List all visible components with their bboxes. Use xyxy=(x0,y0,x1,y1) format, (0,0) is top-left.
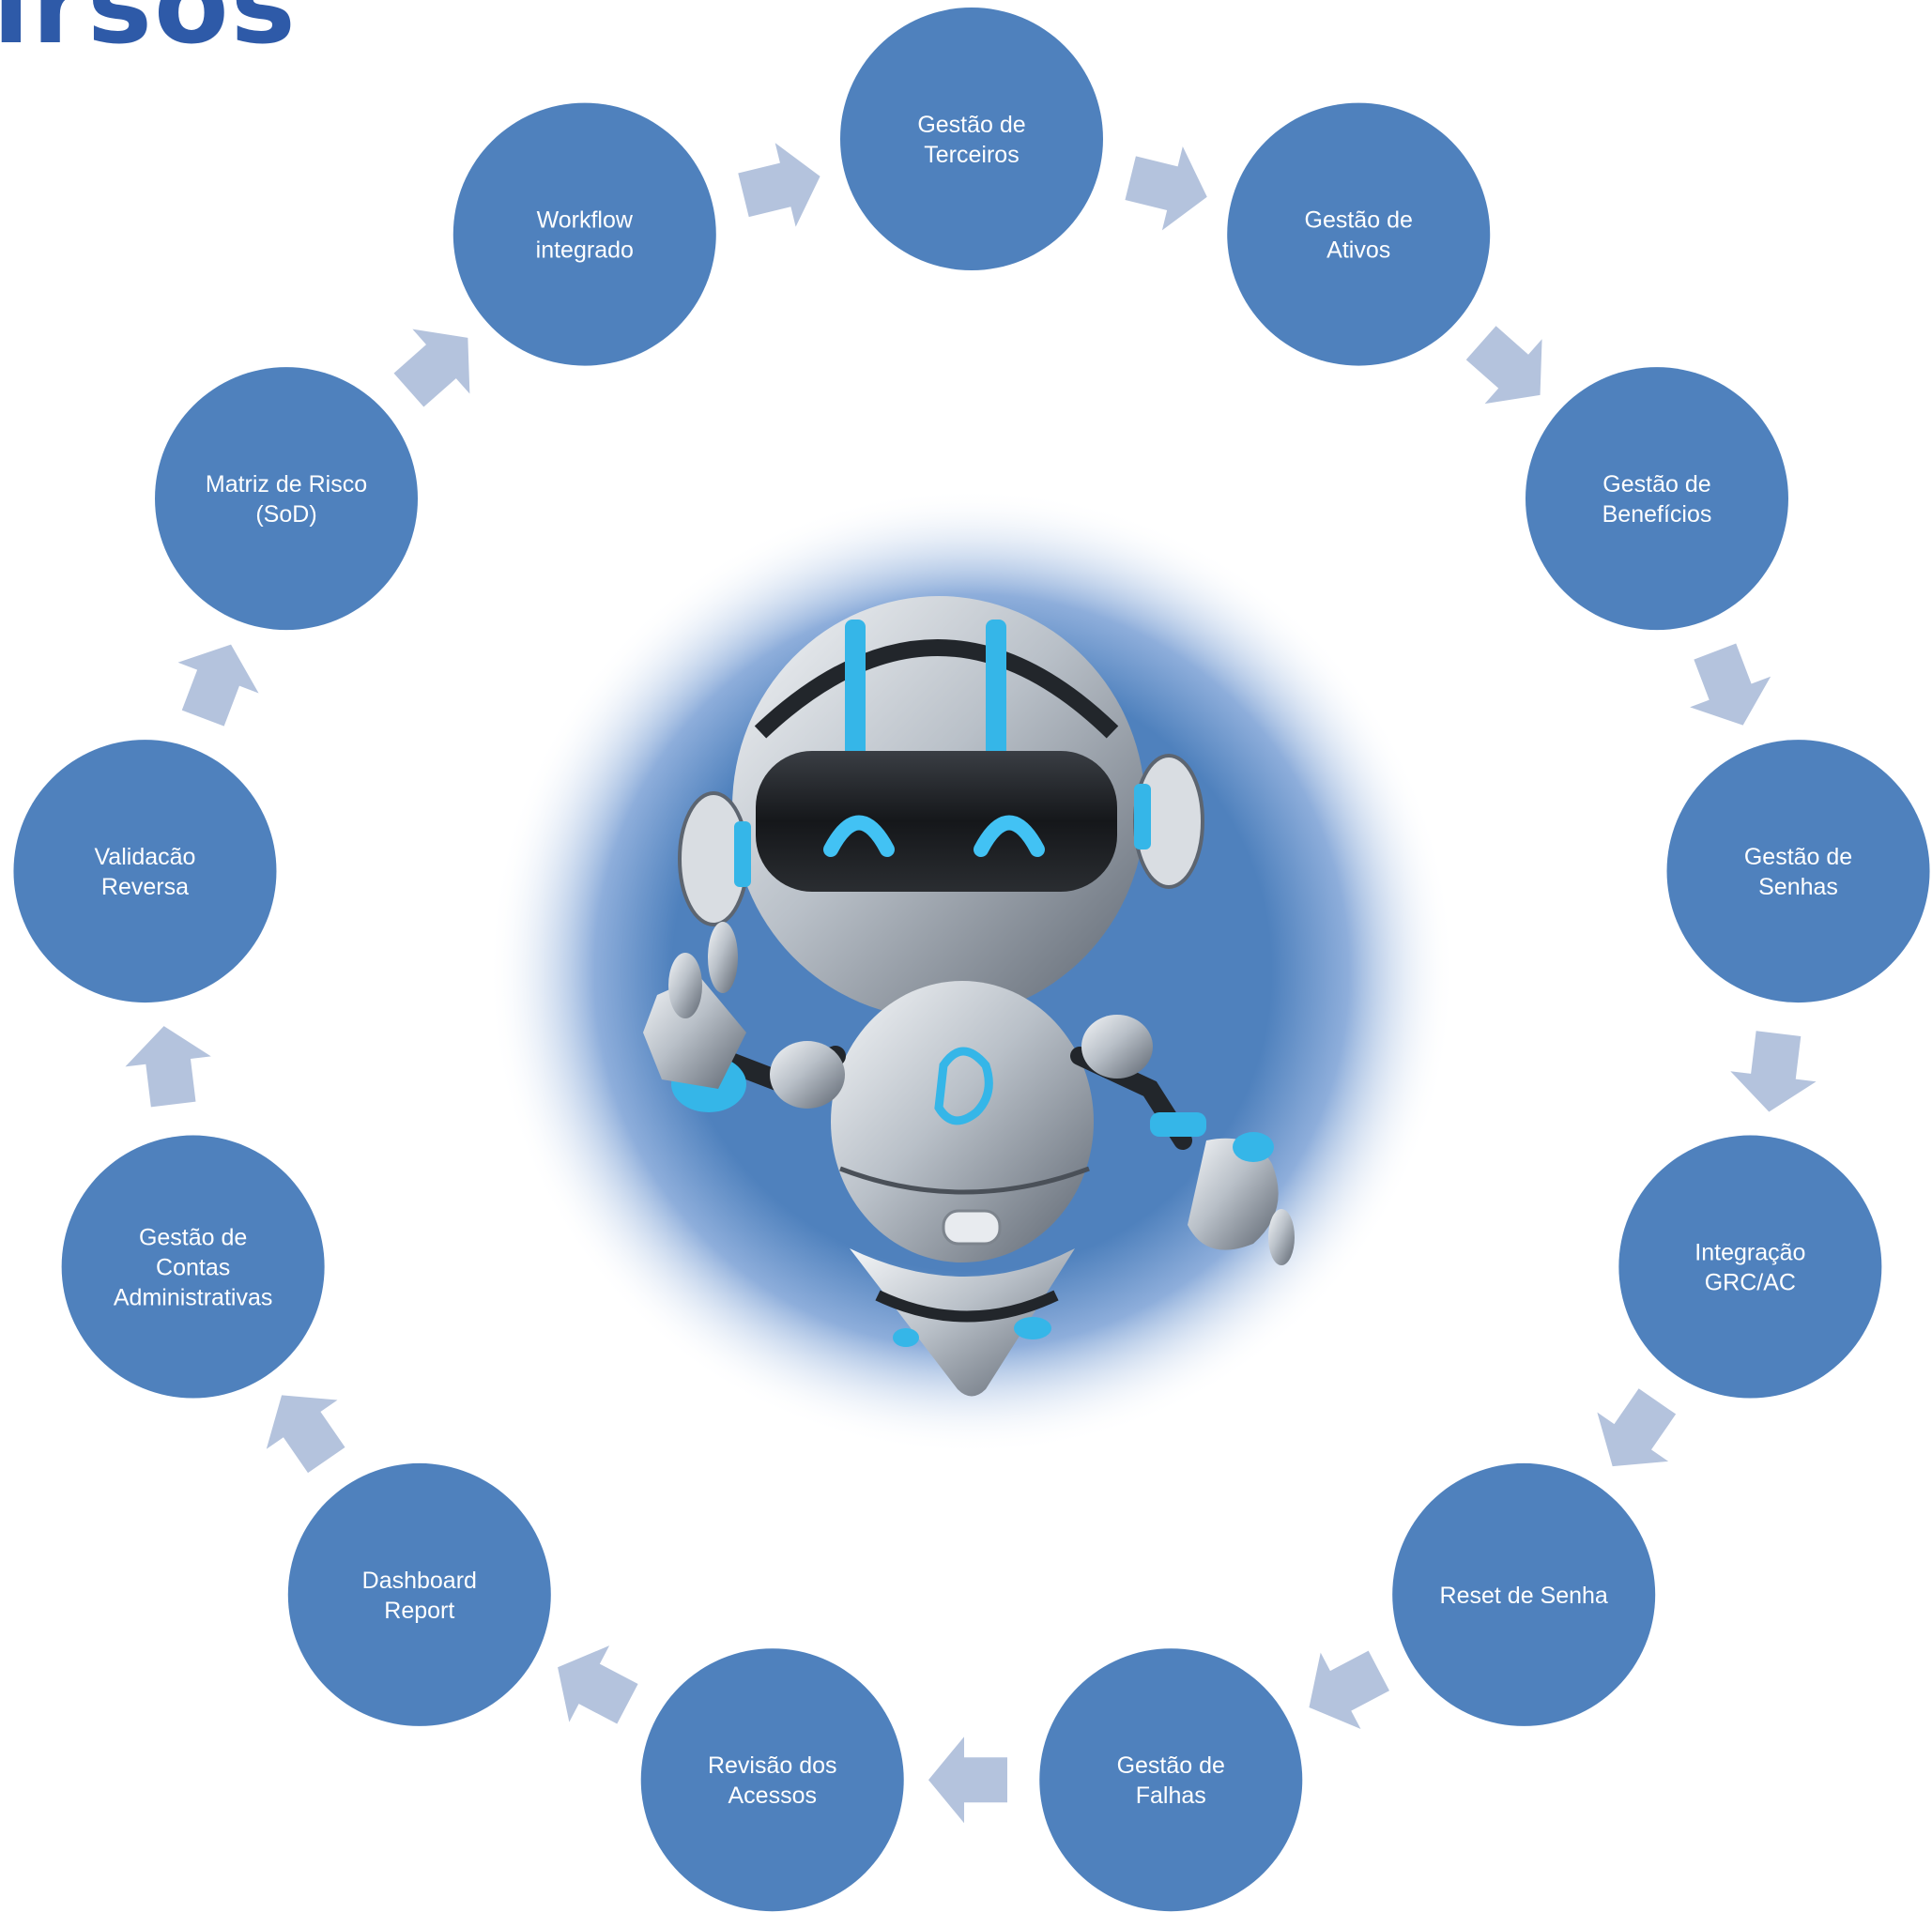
flow-arrow-icon xyxy=(1465,326,1542,405)
flow-arrow-icon xyxy=(928,1737,1007,1824)
node-label: Workflow integrado xyxy=(536,207,634,264)
node-circle xyxy=(452,102,716,366)
node-label-line: Gestão de xyxy=(1602,471,1710,497)
node-label-line: Gestão de xyxy=(1305,207,1413,234)
node-label-line: Reset de Senha xyxy=(1440,1583,1608,1609)
flow-arrow-icon xyxy=(393,329,470,407)
node-workflow: Workflow integrado xyxy=(452,102,716,366)
node-falhas: Gestão de Falhas xyxy=(1039,1648,1303,1912)
flow-arrow-icon xyxy=(1309,1650,1390,1730)
node-label-line: Senhas xyxy=(1758,874,1838,900)
flow-arrow-icon xyxy=(177,644,259,727)
node-circle xyxy=(1525,367,1788,631)
node-label-line: integrado xyxy=(536,237,634,264)
node-circle xyxy=(1618,1135,1882,1399)
node-label-line: Gestão de xyxy=(917,112,1025,138)
node-label: Matriz de Risco (SoD) xyxy=(206,471,367,528)
node-label-line: (SoD) xyxy=(255,501,316,528)
node-label-line: Report xyxy=(384,1598,454,1624)
node-label-line: Revisão dos xyxy=(708,1752,837,1779)
node-label-line: Gestão de xyxy=(1117,1752,1225,1779)
node-circle xyxy=(61,1135,325,1399)
robot-mascot-icon xyxy=(643,596,1295,1397)
flow-arrow-icon xyxy=(266,1395,345,1474)
node-sod: Matriz de Risco (SoD) xyxy=(155,367,419,631)
node-circle xyxy=(840,8,1103,270)
node-label-line: Integração xyxy=(1694,1240,1805,1266)
node-label-line: Benefícios xyxy=(1602,501,1712,528)
node-circle xyxy=(640,1648,904,1912)
node-label-line: Matriz de Risco xyxy=(206,471,367,497)
flow-arrow-icon xyxy=(1730,1031,1817,1112)
flow-arrow-icon xyxy=(1690,643,1771,726)
node-label-line: Acessos xyxy=(728,1783,816,1809)
node-label-line: Terceiros xyxy=(924,142,1019,168)
node-circle xyxy=(1039,1648,1303,1912)
node-label: Gestão de Benefícios xyxy=(1602,471,1712,528)
node-label: Gestão de Terceiros xyxy=(917,112,1025,168)
node-label: Gestão de Ativos xyxy=(1305,207,1413,264)
flow-arrow-icon xyxy=(1125,146,1207,231)
node-label-line: Administrativas xyxy=(114,1285,273,1311)
flow-arrow-icon xyxy=(125,1026,211,1108)
node-label-line: Workflow xyxy=(537,207,634,234)
node-ativos: Gestão de Ativos xyxy=(1227,102,1491,366)
node-circle xyxy=(1392,1462,1656,1726)
node-circle xyxy=(287,1462,551,1726)
node-label-line: Validacão xyxy=(94,844,195,870)
node-circle xyxy=(1666,740,1930,1003)
node-senhas: Gestão de Senhas xyxy=(1666,740,1930,1003)
arrows-layer xyxy=(125,143,1817,1824)
node-circle xyxy=(1227,102,1491,366)
node-label: Gestão de Falhas xyxy=(1117,1752,1225,1809)
node-label: Gestão de Senhas xyxy=(1744,844,1852,900)
node-label-line: GRC/AC xyxy=(1705,1270,1796,1296)
node-label-line: Ativos xyxy=(1326,237,1390,264)
node-label: Reset de Senha xyxy=(1440,1583,1608,1609)
node-reset: Reset de Senha xyxy=(1392,1462,1656,1726)
flow-arrow-icon xyxy=(558,1645,638,1724)
node-label-line: Gestão de xyxy=(1744,844,1852,870)
node-label-line: Contas xyxy=(156,1255,230,1281)
node-label-line: Dashboard xyxy=(362,1568,477,1594)
node-label-line: Gestão de xyxy=(139,1225,247,1251)
node-terceiros: Gestão de Terceiros xyxy=(840,8,1103,270)
node-circle xyxy=(13,740,277,1003)
page-title: ırsos xyxy=(0,0,298,69)
node-beneficios: Gestão de Benefícios xyxy=(1525,367,1788,631)
node-circle xyxy=(155,367,419,631)
flow-arrow-icon xyxy=(1597,1388,1677,1467)
node-label-line: Reversa xyxy=(101,874,189,900)
node-label-line: Falhas xyxy=(1136,1783,1206,1809)
flow-arrow-icon xyxy=(738,143,820,227)
